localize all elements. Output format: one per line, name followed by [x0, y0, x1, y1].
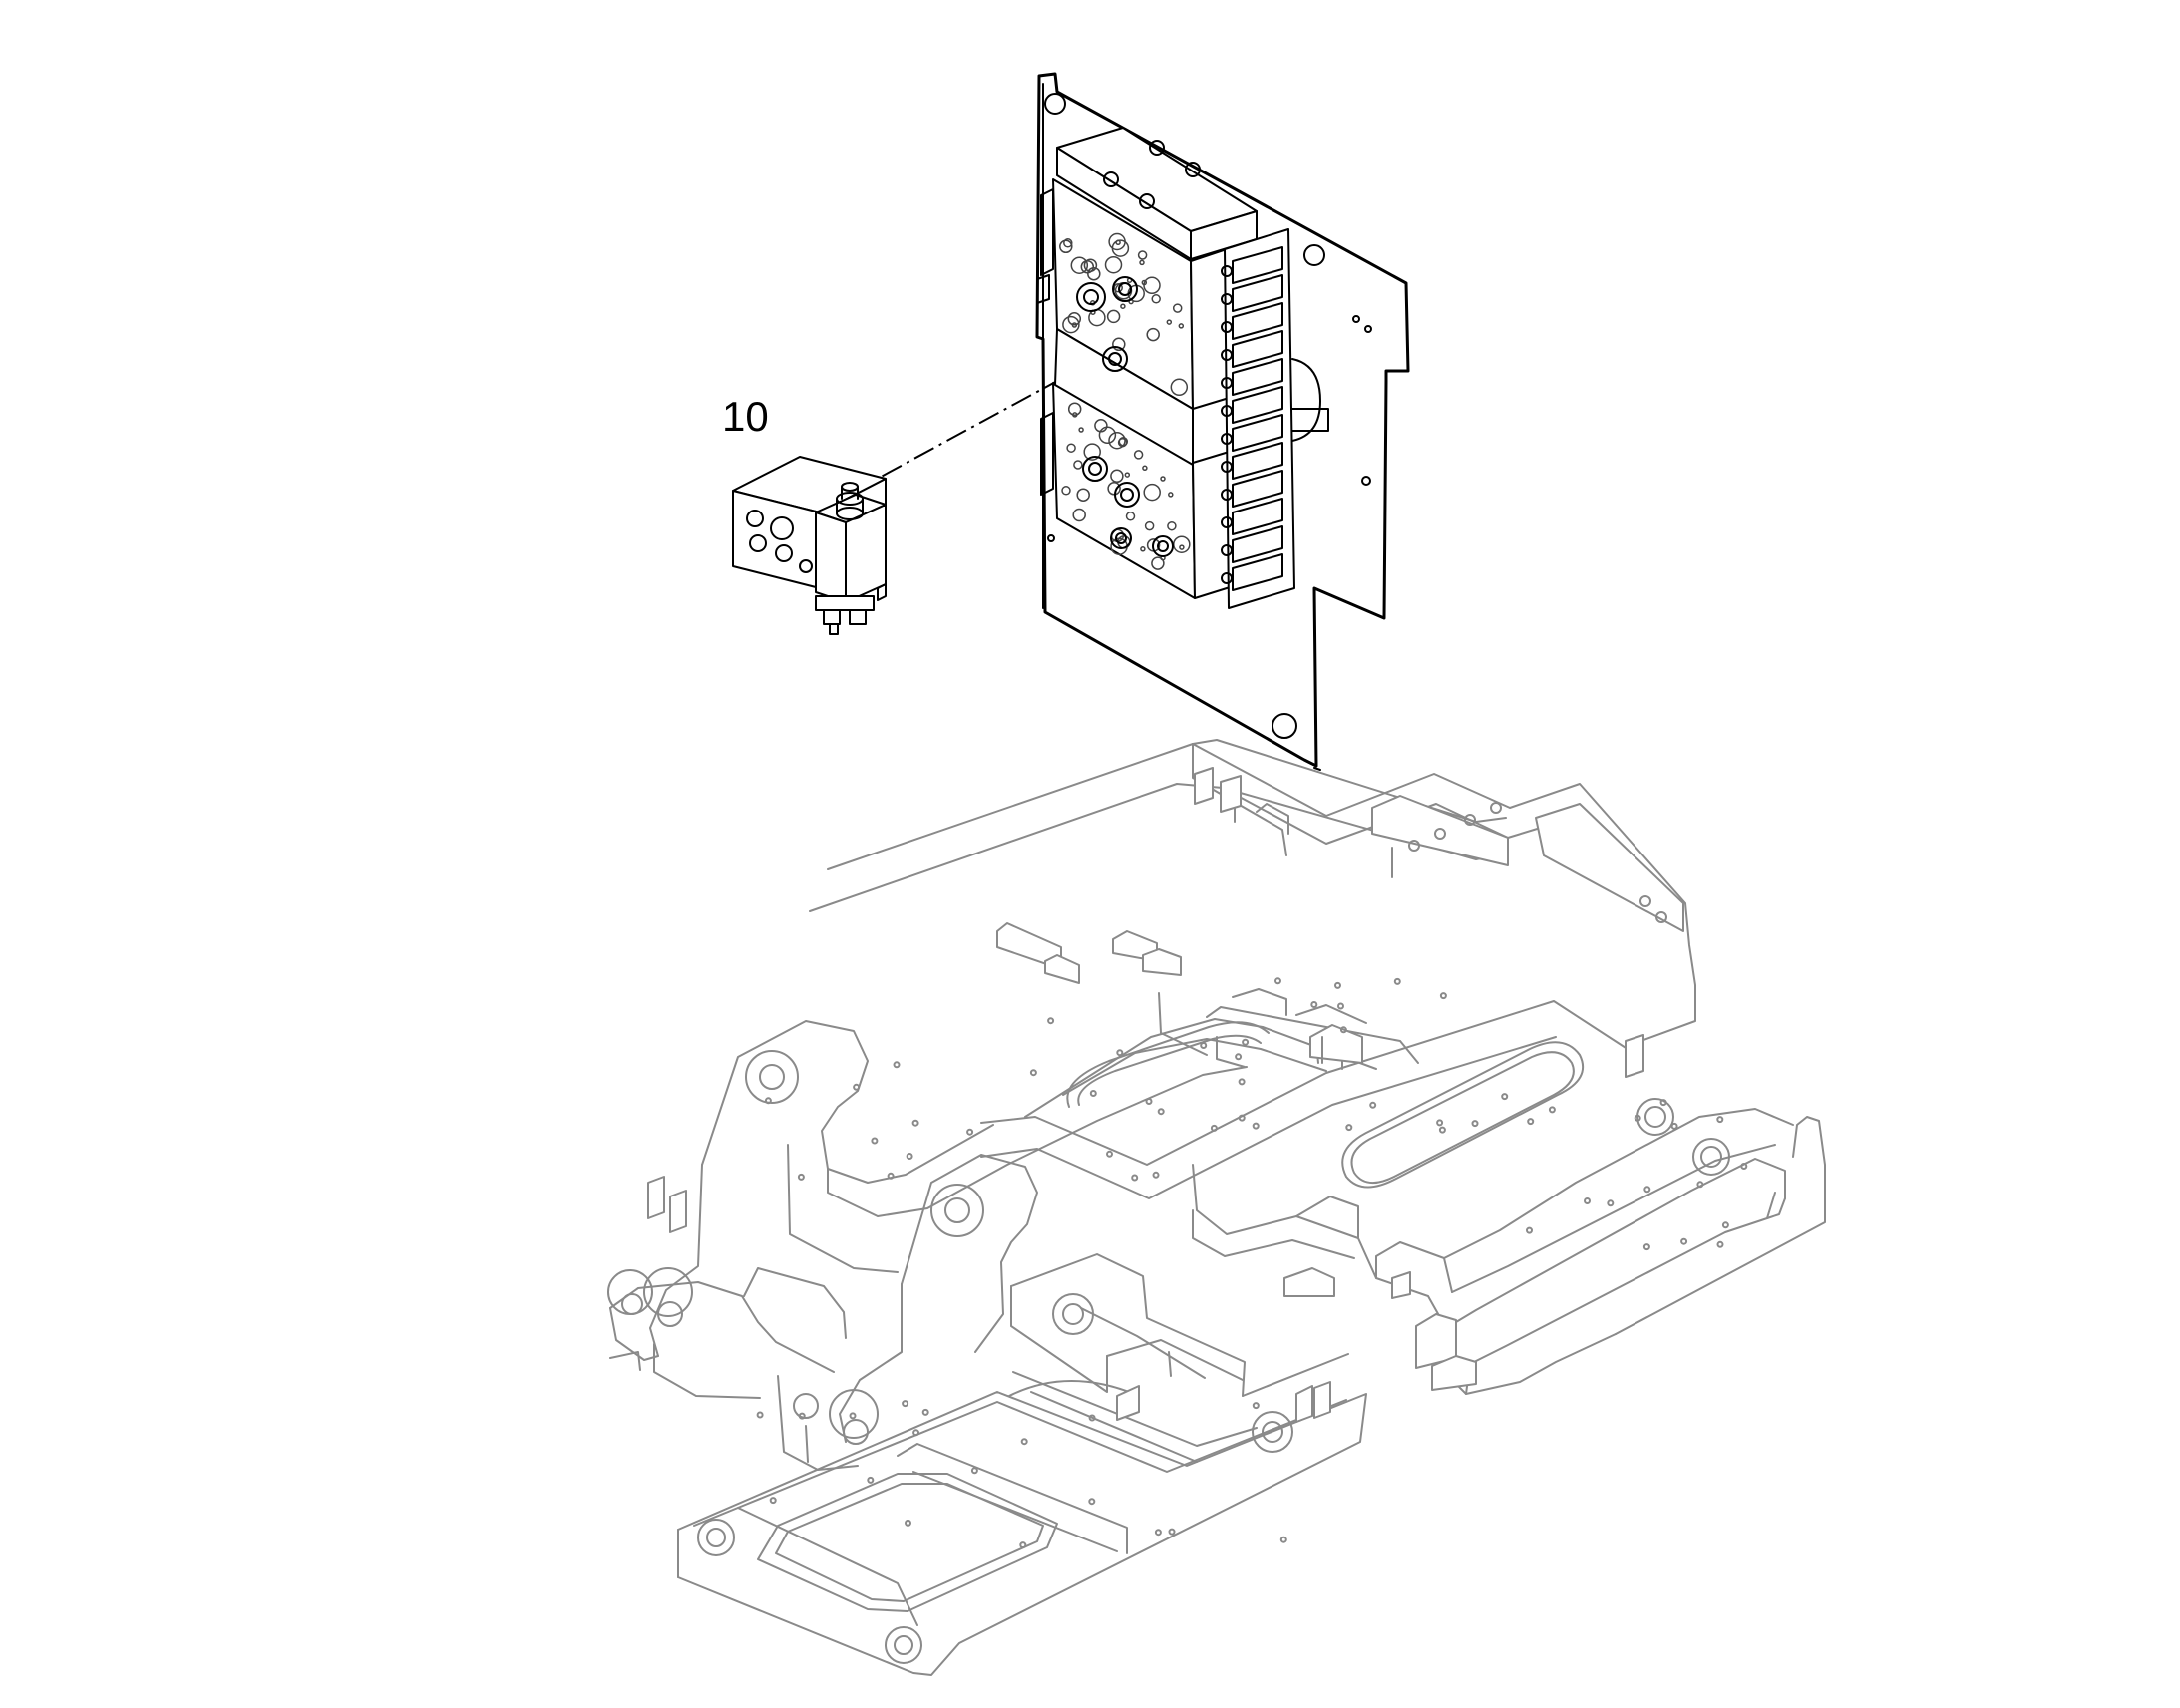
lower-frame [677, 977, 1748, 1676]
valve-ports [1059, 232, 1283, 591]
solenoid-valve-part-10[interactable] [732, 456, 887, 635]
mounting-plate [1035, 72, 1410, 771]
upper-frame [809, 739, 1696, 1199]
callout-label-10: 10 [722, 393, 769, 440]
frame-main-body [607, 988, 1826, 1471]
